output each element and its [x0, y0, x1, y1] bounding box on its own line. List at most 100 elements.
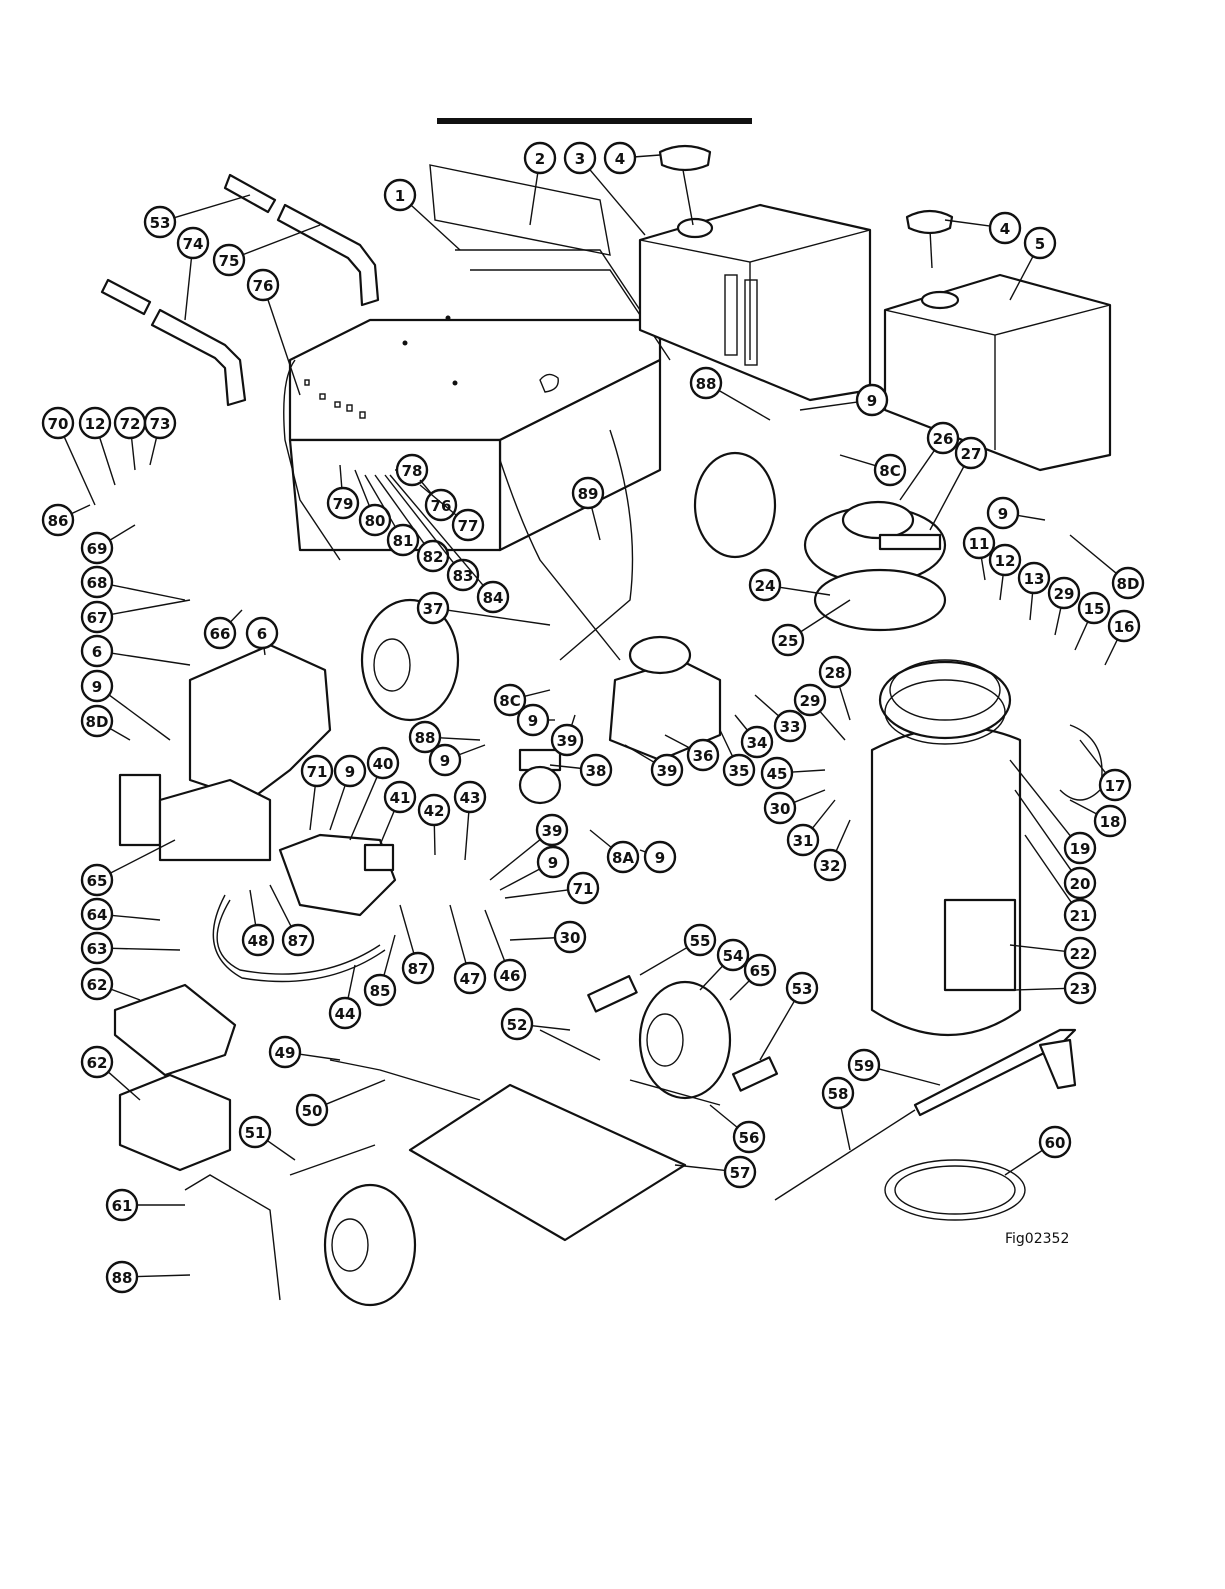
- callout-leader-line: [71, 504, 91, 515]
- callout-number: 84: [483, 589, 504, 607]
- callout-71: 71: [504, 871, 600, 905]
- callout-leader-line: [107, 1071, 141, 1101]
- callout-circle: [493, 683, 527, 717]
- callout-circle: [446, 558, 480, 592]
- callout-number: 4: [615, 150, 625, 168]
- callout-9: 9: [799, 383, 889, 417]
- heater-coil-assembly: [803, 500, 1022, 1036]
- callout-number: 9: [345, 763, 355, 781]
- callout-11: 11: [962, 526, 996, 581]
- callout-70: 70: [41, 406, 96, 506]
- callout-number: 39: [542, 822, 563, 840]
- callout-63: 63: [80, 931, 181, 965]
- callout-number: 54: [723, 947, 744, 965]
- callout-number: 68: [87, 574, 108, 592]
- callout-number: 77: [458, 517, 479, 535]
- callout-circle: [740, 725, 774, 759]
- callout-leader-line: [299, 1053, 341, 1061]
- callout-circle: [453, 780, 487, 814]
- callout-leader-line: [980, 557, 986, 581]
- callout-circle: [80, 634, 114, 668]
- callout-86: 86: [41, 503, 91, 537]
- callout-12: 12: [78, 406, 116, 486]
- callout-leader-line: [266, 1140, 296, 1161]
- callout-leader-line: [999, 574, 1004, 601]
- callout-circle: [650, 753, 684, 787]
- callout-number: 49: [275, 1044, 296, 1062]
- callout-number: 3: [575, 150, 585, 168]
- callout-number: 9: [867, 392, 877, 410]
- callout-9: 9: [639, 840, 677, 874]
- callout-leader-line: [549, 764, 582, 770]
- callout-number: 53: [150, 214, 171, 232]
- callout-13: 13: [1017, 561, 1051, 621]
- callout-61: 61: [105, 1188, 185, 1222]
- callout-number: 67: [87, 609, 108, 627]
- callout-9: 9: [516, 703, 555, 737]
- callout-number: 58: [828, 1085, 849, 1103]
- callout-leader-line: [339, 464, 343, 489]
- callout-circle: [1063, 898, 1097, 932]
- callout-leader-line: [349, 776, 378, 841]
- callout-leader-line: [267, 298, 301, 396]
- callout-number: 83: [453, 567, 474, 585]
- callout-circle: [603, 141, 637, 175]
- callout-circle: [1063, 971, 1097, 1005]
- callout-leader-line: [835, 819, 851, 852]
- callout-leader-line: [664, 734, 691, 749]
- callout-circle: [986, 496, 1020, 530]
- callout-leader-line: [531, 1024, 571, 1031]
- callout-leader-line: [354, 469, 371, 507]
- callout-leader-line: [1054, 607, 1062, 636]
- callout-60: 60: [1004, 1125, 1072, 1176]
- callout-circle: [203, 616, 237, 650]
- callout-number: 26: [933, 430, 954, 448]
- callout-9: 9: [329, 754, 367, 831]
- callout-84: 84: [389, 474, 510, 614]
- callout-circle: [523, 141, 557, 175]
- callout-67: 67: [80, 599, 191, 634]
- callout-57: 57: [674, 1155, 757, 1189]
- callout-number: 17: [1105, 777, 1126, 795]
- callout-leader-line: [624, 744, 655, 763]
- callout-74: 74: [176, 226, 210, 321]
- burner-pump-assembly: [518, 635, 722, 805]
- callout-circle: [451, 508, 485, 542]
- callout-circle: [813, 848, 847, 882]
- callout-42: 42: [417, 793, 451, 856]
- callout-circle: [328, 996, 362, 1030]
- callout-leader-line: [111, 599, 191, 615]
- callout-leader-line: [111, 947, 181, 951]
- callout-number: 29: [800, 692, 821, 710]
- callout-71: 71: [300, 754, 334, 831]
- callout-19: 19: [1009, 759, 1097, 865]
- callout-leader-line: [458, 744, 486, 756]
- callout-leader-line: [309, 785, 316, 831]
- callout-leader-line: [364, 474, 397, 528]
- callout-number: 61: [112, 1197, 133, 1215]
- callout-circle: [1063, 936, 1097, 970]
- callout-50: 50: [295, 1079, 386, 1127]
- callout-circle: [686, 738, 720, 772]
- callout-56: 56: [709, 1104, 766, 1154]
- callout-circle: [1077, 591, 1111, 625]
- callout-number: 9: [655, 849, 665, 867]
- callout-leader-line: [410, 204, 461, 251]
- callout-leader-line: [811, 799, 836, 829]
- callout-leader-line: [63, 436, 96, 506]
- callout-number: 43: [460, 789, 481, 807]
- callout-number: 52: [507, 1016, 528, 1034]
- callout-28: 28: [818, 655, 852, 721]
- callout-circle: [295, 1093, 329, 1127]
- callout-leader-line: [484, 909, 506, 962]
- callout-leader-line: [389, 474, 484, 586]
- callout-number: 5: [1035, 235, 1045, 253]
- callout-number: 50: [302, 1102, 323, 1120]
- callout-leader-line: [419, 479, 432, 494]
- callout-circle: [1063, 831, 1097, 865]
- callout-79: 79: [326, 464, 360, 520]
- callout-leader-line: [504, 889, 569, 899]
- callout-39: 39: [489, 813, 569, 881]
- callout-number: 71: [307, 763, 328, 781]
- callout-46: 46: [484, 909, 527, 992]
